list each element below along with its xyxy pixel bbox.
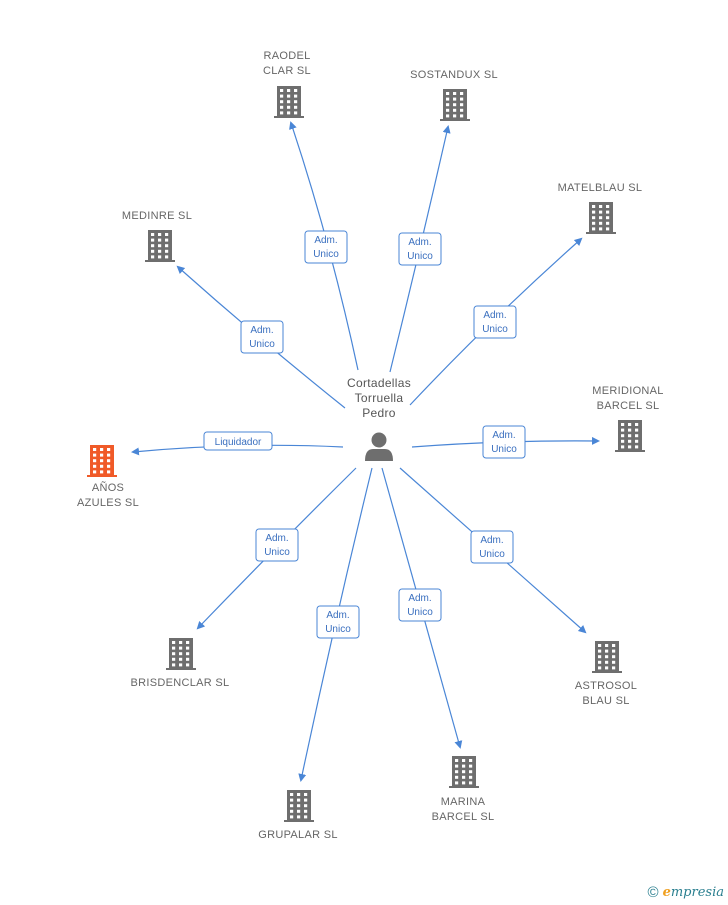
relation-text: Adm. xyxy=(314,235,337,246)
relation-text: Unico xyxy=(482,324,508,335)
company-name-line: SOSTANDUX SL xyxy=(410,69,498,81)
relation-box xyxy=(255,528,299,562)
person-name-line: Pedro xyxy=(362,406,396,420)
building-icon-marina[interactable] xyxy=(449,756,479,788)
relation-text: Adm. xyxy=(408,237,431,248)
company-label-medinre[interactable]: MEDINRE SL xyxy=(122,210,192,222)
relation-label-anos[interactable]: Liquidador xyxy=(203,431,273,451)
relation-text: Adm. xyxy=(480,535,503,546)
person-icon[interactable] xyxy=(365,432,393,462)
relation-box xyxy=(473,305,517,339)
company-name-line: ASTROSOL xyxy=(575,680,637,692)
relation-box xyxy=(316,605,360,639)
building-icon-astrosol[interactable] xyxy=(592,641,622,673)
building-icon-grupalar[interactable] xyxy=(284,790,314,822)
nodes-layer: RAODEL CLAR SL SOSTANDUX SL MATELBLAU SL MED… xyxy=(77,50,663,841)
company-name-line: MERIDIONAL xyxy=(592,385,663,397)
relation-text: Unico xyxy=(407,607,433,618)
company-name-line: BLAU SL xyxy=(582,695,629,707)
copyright-symbol: © xyxy=(647,884,659,901)
company-name-line: BARCEL SL xyxy=(432,811,495,823)
relation-text: Adm. xyxy=(250,325,273,336)
company-label-marina[interactable]: MARINA BARCEL SL xyxy=(432,796,495,823)
relation-box xyxy=(398,232,442,266)
relation-box xyxy=(203,431,273,451)
relation-label-medinre[interactable]: Adm. Unico xyxy=(240,320,284,354)
relation-label-brisdenclar[interactable]: Adm. Unico xyxy=(255,528,299,562)
building-icon-sostandux[interactable] xyxy=(440,89,470,121)
relation-text: Unico xyxy=(407,251,433,262)
person-name-line: Cortadellas xyxy=(347,376,411,390)
building-icon-brisdenclar[interactable] xyxy=(166,638,196,670)
company-name-line: BARCEL SL xyxy=(597,400,660,412)
relation-text: Adm. xyxy=(408,593,431,604)
relation-text: Unico xyxy=(264,547,290,558)
company-name-line: BRISDENCLAR SL xyxy=(131,677,230,689)
company-label-meridional[interactable]: MERIDIONAL BARCEL SL xyxy=(592,385,663,412)
company-name-line: RAODEL xyxy=(263,50,310,62)
relation-text: Adm. xyxy=(265,533,288,544)
company-label-brisdenclar[interactable]: BRISDENCLAR SL xyxy=(131,677,230,689)
relation-box xyxy=(240,320,284,354)
person-name-line: Torruella xyxy=(355,391,404,405)
building-icon-raodel[interactable] xyxy=(274,86,304,118)
relation-text: Unico xyxy=(313,249,339,260)
edge-labels-layer: Adm.UnicoAdm.UnicoAdm.UnicoAdm.UnicoAdm.… xyxy=(203,230,526,639)
relation-box xyxy=(304,230,348,264)
building-icon-anos[interactable] xyxy=(87,445,117,477)
relation-label-meridional[interactable]: Adm. Unico xyxy=(482,425,526,459)
relation-text: Adm. xyxy=(483,310,506,321)
relation-label-grupalar[interactable]: Adm. Unico xyxy=(316,605,360,639)
relation-label-sostandux[interactable]: Adm. Unico xyxy=(398,232,442,266)
company-label-grupalar[interactable]: GRUPALAR SL xyxy=(258,829,338,841)
company-name-line: GRUPALAR SL xyxy=(258,829,338,841)
company-label-sostandux[interactable]: SOSTANDUX SL xyxy=(410,69,498,81)
relation-text: Adm. xyxy=(326,610,349,621)
company-name-line: MEDINRE SL xyxy=(122,210,192,222)
relation-box xyxy=(398,588,442,622)
footer-brand: © empresia xyxy=(648,884,724,901)
relation-box xyxy=(482,425,526,459)
relation-text: Adm. xyxy=(492,430,515,441)
company-label-raodel[interactable]: RAODEL CLAR SL xyxy=(263,50,311,77)
building-icon-matelblau[interactable] xyxy=(586,202,616,234)
company-name-line: MARINA xyxy=(441,796,486,808)
relation-text: Unico xyxy=(325,624,351,635)
relation-label-astrosol[interactable]: Adm. Unico xyxy=(470,530,514,564)
relation-text: Unico xyxy=(491,444,517,455)
relation-text: Liquidador xyxy=(215,437,262,448)
brand-name: mpresia xyxy=(670,885,724,900)
company-name-line: AZULES SL xyxy=(77,497,139,509)
relation-text: Unico xyxy=(249,339,275,350)
company-label-matelblau[interactable]: MATELBLAU SL xyxy=(558,182,643,194)
company-name-line: CLAR SL xyxy=(263,65,311,77)
relation-text: Unico xyxy=(479,549,505,560)
brand-initial: e xyxy=(662,885,671,900)
brand-logo: empresia xyxy=(663,885,724,900)
company-label-astrosol[interactable]: ASTROSOL BLAU SL xyxy=(575,680,637,707)
company-name-line: MATELBLAU SL xyxy=(558,182,643,194)
relation-box xyxy=(470,530,514,564)
building-icon-meridional[interactable] xyxy=(615,420,645,452)
relation-label-raodel[interactable]: Adm. Unico xyxy=(304,230,348,264)
company-name-line: AÑOS xyxy=(92,481,124,494)
relation-label-matelblau[interactable]: Adm. Unico xyxy=(473,305,517,339)
relation-label-marina[interactable]: Adm. Unico xyxy=(398,588,442,622)
company-label-anos[interactable]: AÑOS AZULES SL xyxy=(77,481,139,509)
building-icon-medinre[interactable] xyxy=(145,230,175,262)
